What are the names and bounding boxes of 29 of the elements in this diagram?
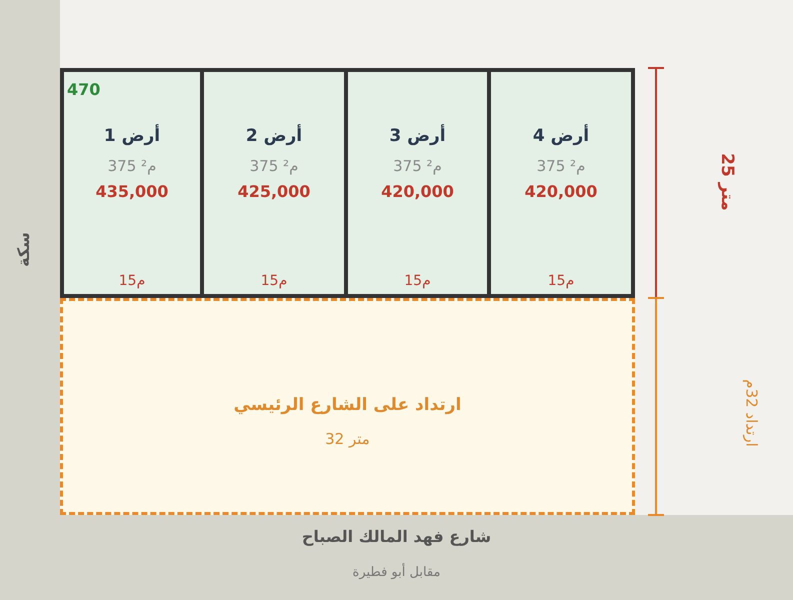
street-note: مقابل أبو فطيرة	[352, 565, 440, 580]
area-label: م² 375	[250, 157, 298, 175]
land-plot	[348, 68, 491, 298]
price-label: 435,000	[96, 182, 168, 201]
area-label: م² 375	[536, 157, 586, 175]
lot-number: 470	[67, 80, 100, 99]
land-plot	[204, 68, 348, 298]
street-name: شارع فهد المالك الصباح	[302, 527, 492, 546]
width-label: م15	[548, 273, 574, 289]
land-plot	[60, 68, 204, 298]
width-label: م15	[118, 273, 146, 289]
price-label: 420,000	[524, 182, 598, 201]
width-label: م15	[404, 273, 431, 289]
price-label: 420,000	[381, 182, 454, 201]
area-label: م² 375	[108, 157, 156, 175]
area-depth-label: متر 32	[325, 430, 370, 448]
plot-name: أرض 2	[246, 126, 302, 146]
price-label: 425,000	[238, 182, 310, 201]
plot-name: أرض 4	[532, 126, 590, 146]
plot-name: أرض 3	[389, 126, 446, 146]
land-plot	[491, 68, 635, 298]
area-label: م² 375	[393, 157, 442, 175]
dimension-label: ارتداد 32م	[742, 379, 761, 447]
side-road-label: سكة	[14, 232, 33, 267]
area-title: ارتداد على الشارع الرئيسي	[234, 395, 462, 415]
dimension-label: متر 25	[716, 153, 737, 211]
plot-name: أرض 1	[104, 126, 160, 146]
width-label: م15	[260, 273, 288, 289]
setback-area	[60, 298, 635, 515]
